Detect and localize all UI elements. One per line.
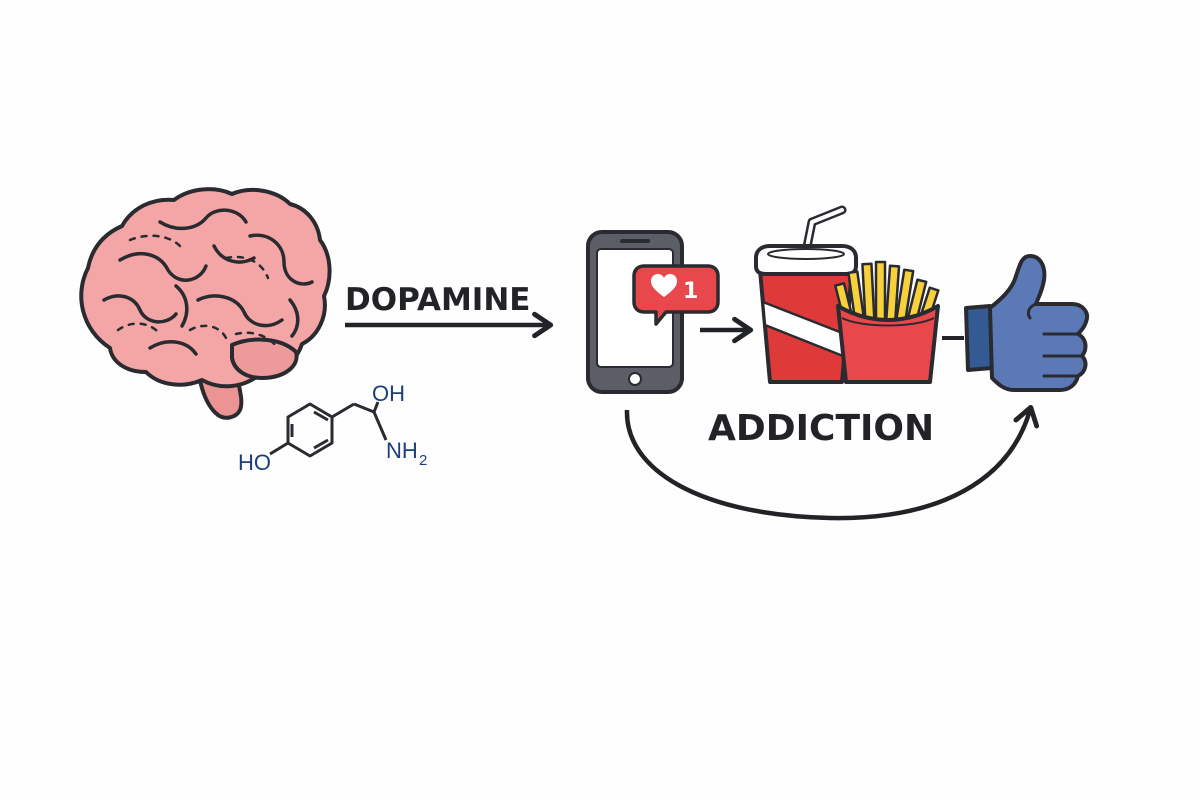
dopamine-label: DOPAMINE	[345, 282, 530, 318]
hydroxyl-label: OH	[372, 381, 405, 406]
thumbs-up-icon	[964, 254, 1089, 392]
addiction-label: ADDICTION	[708, 408, 934, 449]
brain-icon	[79, 187, 332, 420]
hydroxyl-left-label: HO	[238, 450, 271, 475]
amine-subscript: 2	[419, 452, 427, 469]
french-fries-icon	[834, 260, 940, 384]
amine-label: NH	[386, 438, 418, 463]
notification-count: 1	[683, 279, 698, 304]
like-notification-icon: 1	[632, 264, 720, 326]
dopamine-molecule-icon: OH HO NH 2	[238, 381, 427, 475]
heart-icon	[651, 274, 677, 297]
addiction-curved-arrow	[624, 404, 1040, 521]
